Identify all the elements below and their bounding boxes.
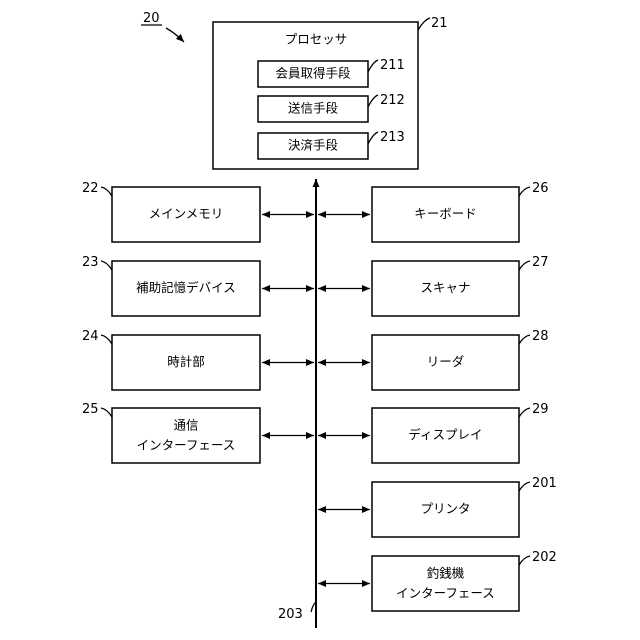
block-label-line-1: 釣銭機 xyxy=(427,566,465,581)
block-label: スキャナ xyxy=(420,280,470,295)
figure-pointer-arrow xyxy=(166,28,184,42)
block-label: プリンタ xyxy=(420,501,470,516)
block-label-line-2: インターフェース xyxy=(137,438,236,453)
unit-ref: 212 xyxy=(380,93,405,108)
block-label: 時計部 xyxy=(167,354,205,369)
block-box xyxy=(372,556,519,611)
communication-interface-block: 通信 インターフェース 25 xyxy=(82,402,314,463)
block-ref-leader xyxy=(101,261,112,270)
block-ref: 202 xyxy=(532,550,557,565)
block-ref: 26 xyxy=(532,181,549,196)
block-ref-leader xyxy=(101,335,112,344)
right-blocks: キーボード 26 スキャナ 27 リーダ 28 ディスプレイ 29 xyxy=(318,181,557,611)
block-ref: 201 xyxy=(532,476,557,491)
block-label-line-1: 通信 xyxy=(173,418,198,433)
unit-label: 送信手段 xyxy=(288,101,338,116)
unit-ref: 211 xyxy=(380,58,405,73)
unit-label: 決済手段 xyxy=(288,138,338,153)
block-ref-leader xyxy=(519,261,530,270)
block-ref: 28 xyxy=(532,329,549,344)
unit-ref: 213 xyxy=(380,130,405,145)
left-blocks: メインメモリ 22 補助記憶デバイス 23 時計部 24 通信 インターフェース… xyxy=(82,181,314,463)
block-ref: 22 xyxy=(82,181,99,196)
reader-block: リーダ 28 xyxy=(318,329,549,390)
block-ref: 27 xyxy=(532,255,549,270)
block-label: メインメモリ xyxy=(149,206,224,221)
figure-label: 20 xyxy=(141,11,184,42)
bus-ref: 203 xyxy=(278,607,303,622)
block-label: リーダ xyxy=(427,354,465,369)
block-ref: 24 xyxy=(82,329,99,344)
main-memory-block: メインメモリ 22 xyxy=(82,181,314,242)
block-ref: 23 xyxy=(82,255,99,270)
block-label: ディスプレイ xyxy=(408,427,482,442)
block-ref-leader xyxy=(101,408,112,417)
change-machine-interface-block: 釣銭機 インターフェース 202 xyxy=(318,550,557,611)
block-label: キーボード xyxy=(414,206,477,221)
block-ref-leader xyxy=(519,187,530,196)
block-ref-leader xyxy=(519,482,530,491)
system-bus: 203 xyxy=(278,179,316,628)
block-box xyxy=(112,408,260,463)
printer-block: プリンタ 201 xyxy=(318,476,557,537)
block-ref-leader xyxy=(519,335,530,344)
block-label-line-2: インターフェース xyxy=(396,586,495,601)
figure-number: 20 xyxy=(143,11,160,26)
block-ref: 25 xyxy=(82,402,99,417)
keyboard-block: キーボード 26 xyxy=(318,181,549,242)
block-label: 補助記憶デバイス xyxy=(136,280,236,295)
block-ref-leader xyxy=(519,408,530,417)
block-ref-leader xyxy=(101,187,112,196)
block-ref: 29 xyxy=(532,402,549,417)
processor-title: プロセッサ xyxy=(285,32,348,47)
block-ref-leader xyxy=(519,556,530,565)
processor-ref-leader xyxy=(418,18,430,30)
processor-ref: 21 xyxy=(431,16,448,31)
clock-block: 時計部 24 xyxy=(82,329,314,390)
scanner-block: スキャナ 27 xyxy=(318,255,549,316)
auxiliary-storage-block: 補助記憶デバイス 23 xyxy=(82,255,314,316)
unit-label: 会員取得手段 xyxy=(275,66,350,81)
display-block: ディスプレイ 29 xyxy=(318,402,549,463)
